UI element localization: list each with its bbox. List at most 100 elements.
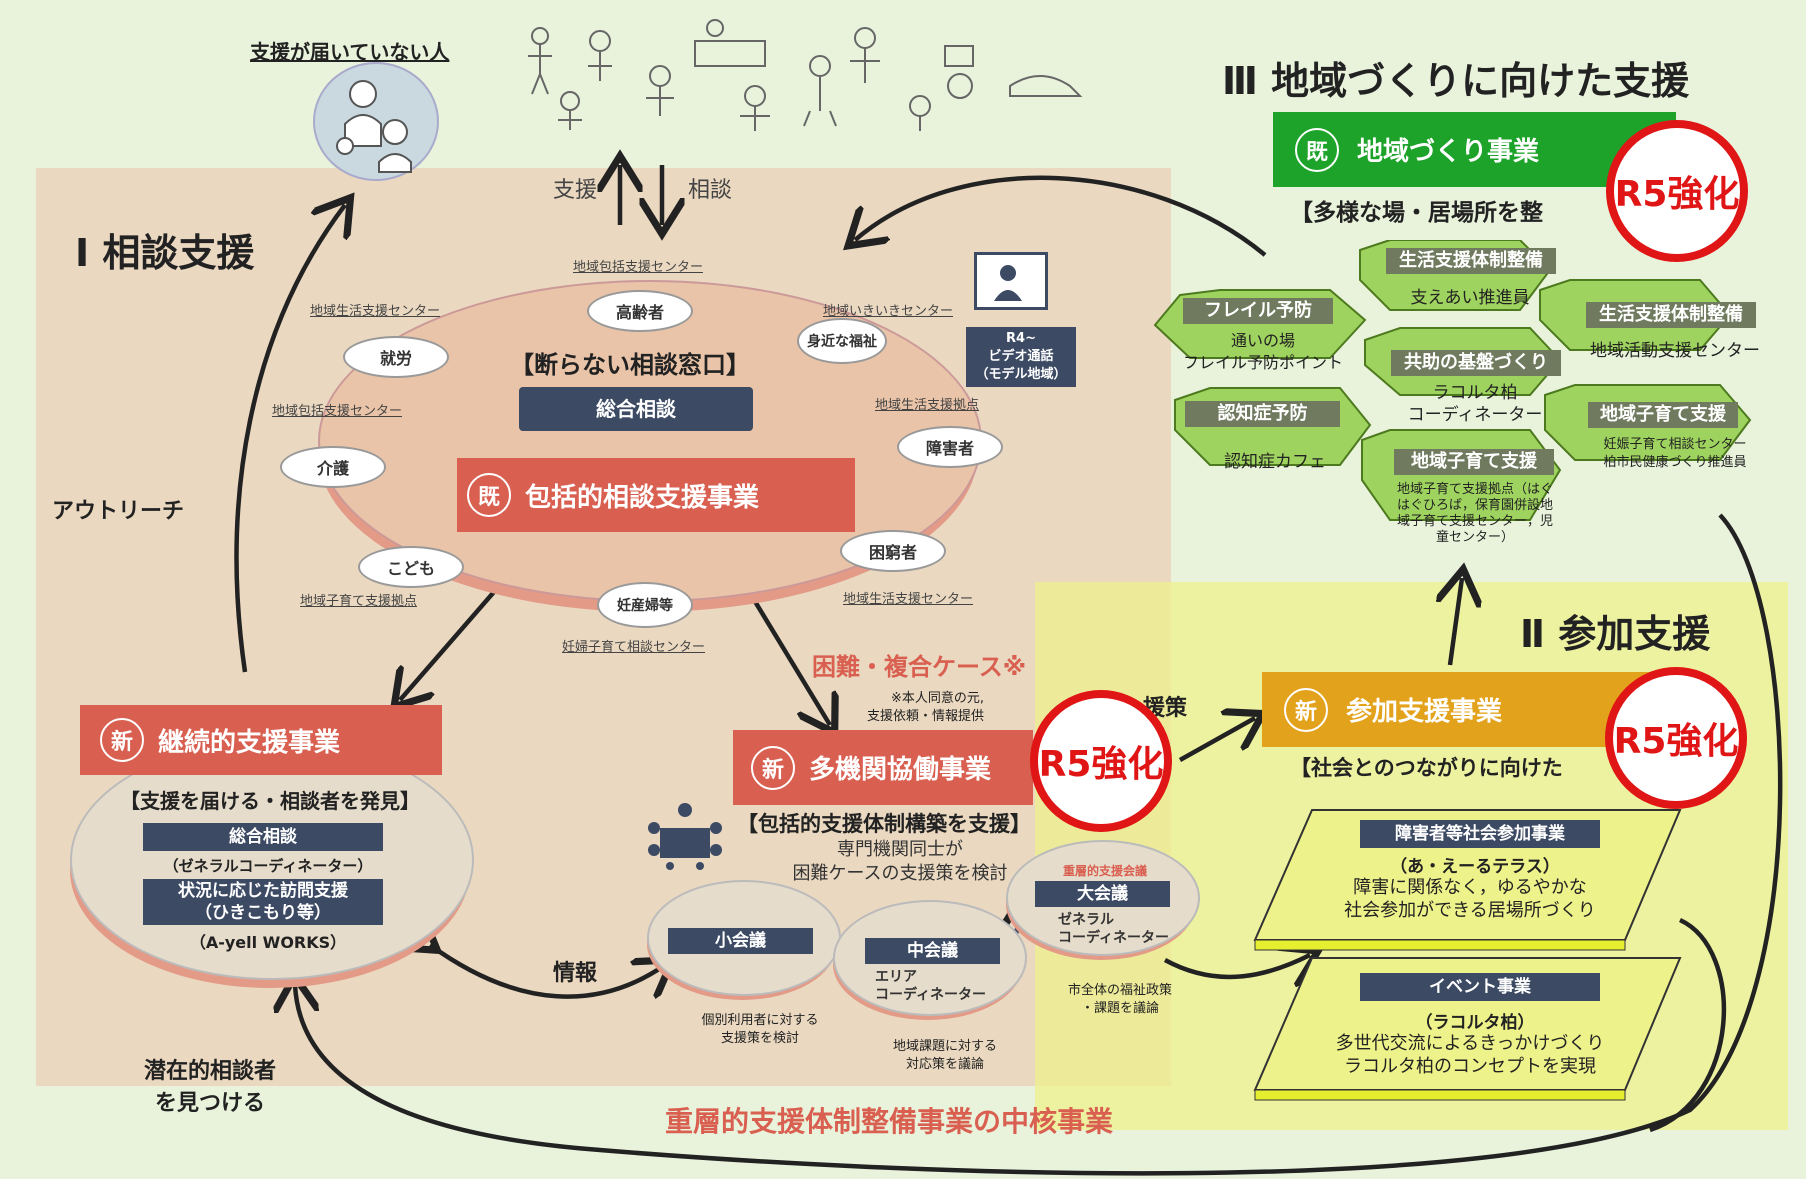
video-call-icon bbox=[974, 252, 1048, 310]
card-1-header: 障害者等社会参加事業 bbox=[1360, 820, 1600, 848]
node-pregnant: 妊産婦等 bbox=[597, 582, 693, 628]
hex-kyojo-label: 共助の基盤づくり bbox=[1391, 350, 1561, 376]
small-meeting: 小会議 bbox=[668, 928, 813, 954]
participation-to-community-arrow bbox=[1450, 578, 1462, 666]
hex-kyojo-body: ラコルタ柏コーディネーター bbox=[1407, 383, 1543, 425]
consult-label: 相談 bbox=[688, 178, 733, 203]
houkatsu-project: 既 包括的相談支援事業 bbox=[457, 458, 855, 532]
r5-badge-multi: R5強化 bbox=[1030, 690, 1172, 832]
card-2-desc: 多世代交流によるきっかけづくりラコルタ柏のコンセプトを実現 bbox=[1335, 1033, 1605, 1077]
card-1-name: （あ・えーるテラス） bbox=[1390, 857, 1560, 877]
link-pregnant-center[interactable]: 妊婦子育て相談センター bbox=[562, 640, 706, 655]
r5-badge-community: R5強化 bbox=[1606, 120, 1748, 262]
community-project-sub: 【多様な場・居場所を整 bbox=[1290, 200, 1543, 226]
hex-frail-body: 通いの場フレイル予防ポイント bbox=[1182, 331, 1343, 372]
hex-life1-label: 生活支援体制整備 bbox=[1386, 248, 1556, 274]
to-participation-arrow bbox=[1178, 718, 1255, 762]
big-meeting-coord: ゼネラルコーディネーター bbox=[1058, 912, 1170, 946]
small-meeting-note: 個別利用者に対する支援策を検討 bbox=[701, 1013, 819, 1046]
hex-life2-label: 生活支援体制整備 bbox=[1586, 302, 1756, 328]
link-life-base[interactable]: 地域生活支援拠点 bbox=[875, 398, 980, 413]
ring-title: 【断らない相談窓口】 bbox=[510, 351, 750, 379]
continuous-project: 新 継続的支援事業 bbox=[80, 705, 442, 775]
core-project-title: 重層的支援体制整備事業の中核事業 bbox=[665, 1105, 1114, 1138]
hex-life2-body: 地域活動支援センター bbox=[1590, 341, 1760, 361]
ring-to-continuous-arrow bbox=[400, 583, 502, 700]
hex-dementia-body: 認知症カフェ bbox=[1224, 452, 1326, 472]
continuous-visit: 状況に応じた訪問支援（ひきこもり等） bbox=[143, 879, 383, 925]
link-ikiiki-center[interactable]: 地域いきいきセンター bbox=[823, 304, 954, 319]
big-meeting: 大会議 bbox=[1035, 881, 1170, 907]
multi-agency-label: 多機関協働事業 bbox=[809, 755, 992, 785]
ring-to-multi-arrow bbox=[743, 583, 830, 725]
community-project: 既 地域づくり事業 bbox=[1273, 112, 1676, 187]
mid-meeting: 中会議 bbox=[865, 938, 1000, 964]
node-needy: 困窮者 bbox=[840, 530, 946, 572]
houkatsu-project-label: 包括的相談支援事業 bbox=[525, 482, 760, 513]
participation-project: 新 参加支援事業 bbox=[1262, 672, 1667, 747]
node-disability: 障害者 bbox=[897, 426, 1003, 468]
multi-agency-project: 新 多機関協働事業 bbox=[733, 730, 1033, 805]
new-badge: 新 bbox=[1284, 687, 1328, 732]
unreached-people-illustration bbox=[313, 62, 439, 181]
info-arrow bbox=[430, 945, 665, 997]
continuous-project-label: 継続的支援事業 bbox=[158, 727, 341, 758]
citizens-illustration bbox=[528, 19, 1083, 131]
consent-note: ※本人同意の元,支援依頼・情報提供 bbox=[867, 691, 985, 724]
existing-badge: 既 bbox=[1295, 127, 1339, 172]
big-meeting-header: 重層的支援会議 bbox=[1062, 864, 1147, 878]
link-life-center-right[interactable]: 地域生活支援センター bbox=[843, 592, 974, 607]
community-to-consult-arrow bbox=[855, 175, 1267, 257]
continuous-general: 総合相談 bbox=[143, 823, 383, 851]
hex-dementia-label: 認知症予防 bbox=[1185, 401, 1340, 427]
node-kids: こども bbox=[358, 546, 464, 588]
link-life-center-left[interactable]: 地域生活支援センター bbox=[310, 304, 441, 319]
outreach-arrow bbox=[234, 205, 345, 673]
outreach-label: アウトリーチ bbox=[52, 499, 185, 524]
meeting-table-icon bbox=[648, 803, 722, 870]
link-houkatsu-left[interactable]: 地域包括支援センター bbox=[272, 404, 403, 419]
continuous-sub: 【支援を届ける・相談者を発見】 bbox=[120, 789, 420, 813]
hex-child-r-label: 地域子育て支援 bbox=[1588, 402, 1738, 428]
continuous-ayell: （A-yell WORKS） bbox=[189, 933, 347, 952]
node-nearby: 身近な福祉 bbox=[797, 318, 887, 364]
mid-meeting-coord: エリアコーディネーター bbox=[875, 969, 987, 1003]
link-houkatsu-center-top[interactable]: 地域包括支援センター bbox=[573, 260, 704, 275]
latent-loop-arrow bbox=[295, 513, 1783, 1176]
section-1-title: Ⅰ 相談支援 bbox=[75, 231, 255, 275]
hex-life1-body: 支えあい推進員 bbox=[1410, 288, 1530, 308]
participation-project-sub: 【社会とのつながりに向けた bbox=[1290, 756, 1563, 780]
info-label: 情報 bbox=[553, 961, 598, 986]
card-1-desc: 障害に関係なく，ゆるやかな社会参加ができる居場所づくり bbox=[1344, 877, 1596, 921]
existing-badge: 既 bbox=[467, 473, 511, 517]
node-elderly: 高齢者 bbox=[587, 290, 693, 332]
r5-badge-participation: R5強化 bbox=[1605, 667, 1747, 809]
people-icon bbox=[336, 80, 412, 173]
video-call-box: R4~ビデオ通話（モデル地域） bbox=[966, 327, 1076, 387]
card-2-name: （ラコルタ柏） bbox=[1415, 1013, 1535, 1033]
new-badge: 新 bbox=[100, 718, 144, 762]
multi-agency-sub: 【包括的支援体制構築を支援】 bbox=[737, 812, 1031, 836]
hex-child-r-body: 妊娠子育て相談センター柏市民健康づくり推進員 bbox=[1603, 437, 1747, 470]
difficult-cases-label: 困難・複合ケース※ bbox=[812, 653, 1027, 681]
section-2-title: Ⅱ 参加支援 bbox=[1520, 612, 1711, 656]
unreached-label: 支援が届いていない人 bbox=[250, 40, 450, 64]
multi-agency-desc: 専門機関同士が困難ケースの支援策を検討 bbox=[792, 839, 1008, 884]
hex-child-c-label: 地域子育て支援 bbox=[1394, 449, 1554, 475]
card-to-loop-arrow bbox=[1649, 917, 1727, 1133]
node-work: 就労 bbox=[343, 336, 449, 378]
participation-project-label: 参加支援事業 bbox=[1346, 697, 1503, 727]
mid-meeting-note: 地域課題に対する対応策を議論 bbox=[892, 1039, 997, 1072]
community-project-label: 地域づくり事業 bbox=[1357, 137, 1540, 167]
hex-frail-label: フレイル予防 bbox=[1183, 298, 1333, 324]
section-3-title: Ⅲ 地域づくりに向けた支援 bbox=[1222, 59, 1690, 103]
find-latent-label: 潜在的相談者を見つける bbox=[143, 1059, 276, 1116]
big-meeting-note: 市全体の福祉政策・課題を議論 bbox=[1067, 983, 1172, 1016]
continuous-gc: （ゼネラルコーディネーター） bbox=[163, 857, 373, 875]
ring-general-consult: 総合相談 bbox=[519, 387, 753, 431]
node-care: 介護 bbox=[280, 446, 386, 488]
hex-child-c-body: 地域子育て支援拠点（はぐはぐひろば，保育園併設地域子育て支援センター，児童センタ… bbox=[1396, 482, 1553, 545]
link-child-base[interactable]: 地域子育て支援拠点 bbox=[300, 594, 418, 609]
meeting-to-card-arrow bbox=[1163, 955, 1310, 977]
